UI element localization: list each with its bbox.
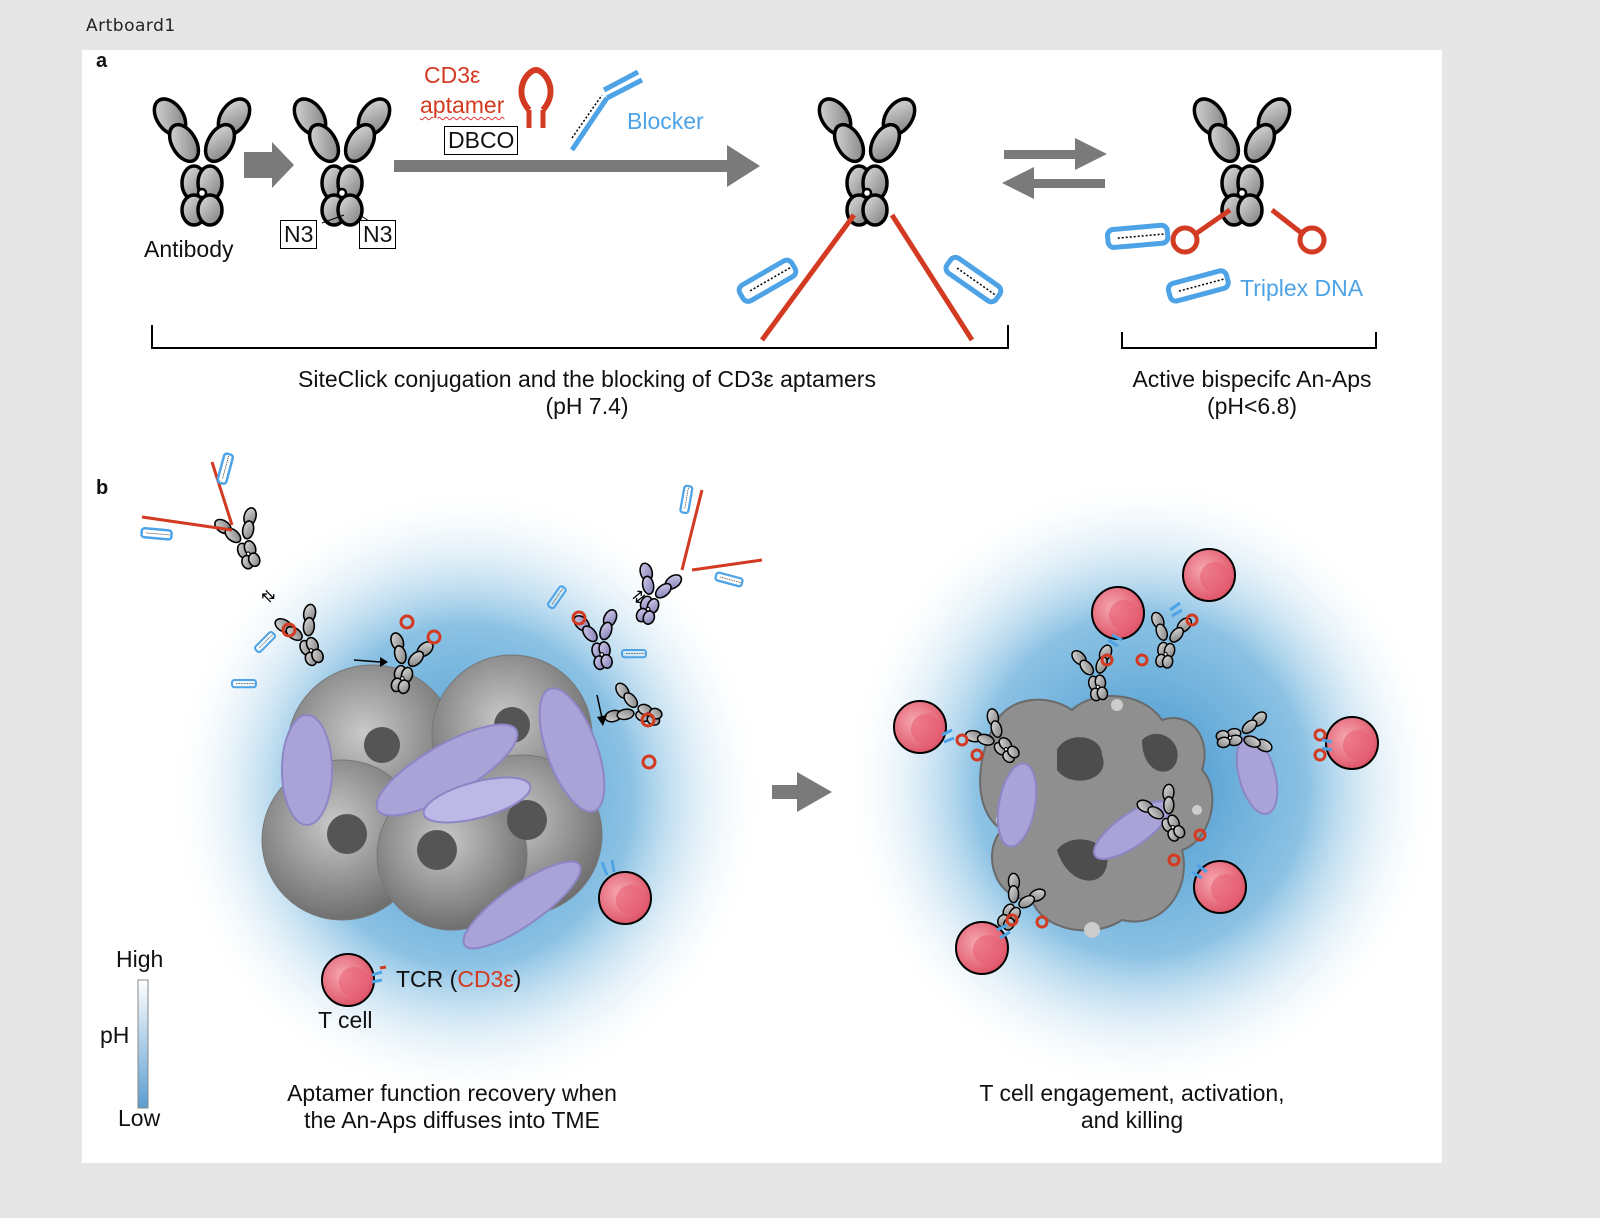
blocked-an-aps-left bbox=[209, 502, 277, 577]
blocker-label: Blocker bbox=[627, 108, 704, 134]
antibody-label: Antibody bbox=[144, 236, 234, 262]
panel-b-caption-right-line2: and killing bbox=[1080, 1107, 1184, 1133]
antibody-icon bbox=[146, 91, 258, 227]
t-cell-engaged-3 bbox=[893, 700, 947, 754]
panel-b-graphics: ⇄ ⇄ bbox=[137, 451, 1442, 1109]
arrow-icon bbox=[244, 142, 294, 188]
t-cell-icon bbox=[598, 871, 652, 925]
panel-a-letter: a bbox=[96, 50, 108, 72]
tcr-label: TCR (CD3ε) bbox=[396, 966, 521, 993]
panel-a-graphics bbox=[146, 66, 1377, 349]
long-arrow-icon bbox=[727, 145, 760, 187]
ph-low-label: Low bbox=[118, 1105, 161, 1131]
panel-b-caption-left-line2: the An-Aps diffuses into TME bbox=[304, 1107, 600, 1133]
panel-b-caption-left-line1: Aptamer function recovery when bbox=[287, 1080, 617, 1106]
figure-canvas: ⇄ ⇄ bbox=[82, 50, 1442, 1163]
panel-a-caption-left-line2: (pH 7.4) bbox=[545, 393, 629, 419]
tcr-prefix: TCR ( bbox=[396, 966, 458, 992]
bracket-right bbox=[1121, 332, 1377, 349]
panel-b-letter: b bbox=[96, 477, 109, 499]
tcr-suffix: ) bbox=[513, 966, 522, 992]
t-cell-label: T cell bbox=[318, 1007, 373, 1033]
blocked-conjugate-icon bbox=[811, 91, 923, 227]
panel-a-caption-right-line2: (pH<6.8) bbox=[1206, 393, 1298, 419]
blocker-strand-icon bbox=[569, 69, 644, 152]
panel-b-caption-left: Aptamer function recovery when the An-Ap… bbox=[232, 1080, 672, 1134]
cd3e-label: CD3ε bbox=[424, 62, 481, 88]
tcr-cd3e: CD3ε bbox=[457, 966, 514, 992]
panel-b-caption-right: T cell engagement, activation, and killi… bbox=[922, 1080, 1342, 1134]
ph-high-label: High bbox=[116, 946, 164, 972]
triplex-icon bbox=[1107, 225, 1168, 248]
t-cell-legend-icon bbox=[321, 953, 375, 1007]
panel-a-caption-left-line1: SiteClick conjugation and the blocking o… bbox=[298, 366, 876, 392]
ph-gradient-bar bbox=[137, 979, 149, 1109]
forward-arrow-icon bbox=[1075, 138, 1107, 170]
artboard-title: Artboard1 bbox=[86, 16, 176, 36]
ph-axis-label: pH bbox=[100, 1022, 130, 1048]
t-cell-engaged-1 bbox=[1182, 548, 1236, 602]
panel-a-caption-right: Active bispecifc An-Aps (pH<6.8) bbox=[1112, 366, 1392, 420]
triplex-icon-2 bbox=[1167, 269, 1230, 302]
azide-left-label: N3 bbox=[280, 220, 318, 249]
t-cell-engaged-4 bbox=[1325, 716, 1379, 770]
dbco-label: DBCO bbox=[444, 126, 519, 155]
tumor-mass-left bbox=[261, 654, 606, 950]
figure-graphics: ⇄ ⇄ bbox=[137, 66, 1442, 1109]
triplex-dna-label: Triplex DNA bbox=[1240, 275, 1364, 301]
aptamer-hairpin-icon bbox=[518, 66, 554, 128]
panel-a-caption-left: SiteClick conjugation and the blocking o… bbox=[172, 366, 1002, 420]
reverse-arrow-icon bbox=[1002, 167, 1034, 199]
azide-right-label: N3 bbox=[359, 220, 397, 249]
t-cell-engaged-2 bbox=[1091, 586, 1145, 640]
antibody-azide-icon bbox=[286, 91, 398, 227]
bracket-left bbox=[151, 325, 1009, 349]
active-an-aps-icon bbox=[1186, 91, 1298, 227]
transition-arrow-icon bbox=[797, 772, 832, 812]
panel-a-caption-right-line1: Active bispecifc An-Aps bbox=[1132, 366, 1372, 392]
panel-b-caption-right-line1: T cell engagement, activation, bbox=[979, 1080, 1285, 1106]
aptamer-label: aptamer bbox=[420, 92, 505, 118]
